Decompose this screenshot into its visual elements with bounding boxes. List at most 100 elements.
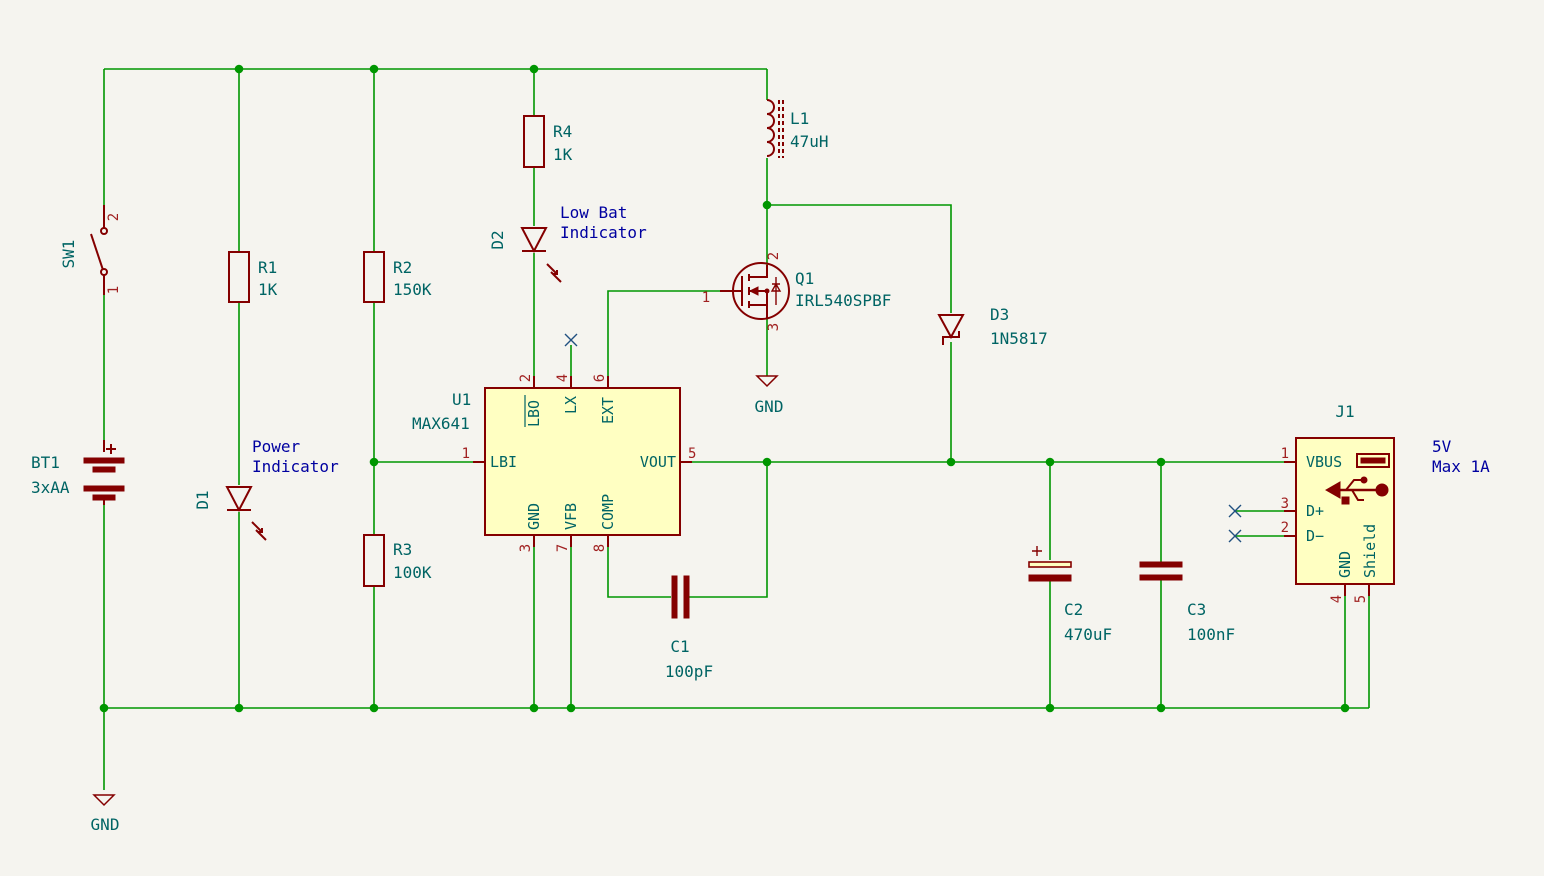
- capacitor-plate: [1139, 574, 1183, 581]
- resistor-body: [363, 251, 385, 303]
- diode-d3[interactable]: D3 1N5817: [937, 305, 1048, 348]
- c2-value: 470uF: [1064, 625, 1112, 644]
- light-emission-arrows-icon: [546, 263, 562, 283]
- sw1-ref: SW1: [59, 240, 78, 269]
- output-note-line1: 5V: [1432, 437, 1452, 456]
- r2-value: 150K: [393, 280, 432, 299]
- battery-bt1[interactable]: BT1 3xAA: [31, 440, 125, 505]
- l1-value: 47uH: [790, 132, 829, 151]
- junction-dot: [1340, 703, 1350, 713]
- u1-ref: U1: [452, 390, 471, 409]
- pin-name-lbi: LBI: [490, 453, 517, 471]
- battery-plate-short: [92, 466, 116, 473]
- pin-num-gnd: 3: [518, 544, 534, 552]
- wire-drain-d3: [767, 204, 952, 313]
- plus-icon: [106, 444, 116, 454]
- capacitor-c2[interactable]: C2 470uF: [1028, 546, 1112, 644]
- mosfet-node: [764, 288, 770, 294]
- battery-plate-short: [92, 494, 116, 501]
- pin-name-dplus: D+: [1306, 502, 1324, 520]
- plus-icon: [1032, 546, 1042, 556]
- junction-dot: [762, 200, 772, 210]
- pin-num-lbo: 2: [518, 374, 534, 382]
- switch-sw1[interactable]: SW1 1 2: [59, 205, 122, 295]
- led-icon: [225, 486, 253, 513]
- junction-dot: [1045, 457, 1055, 467]
- mosfet-q1[interactable]: Q1 IRL540SPBF 1 2 3: [702, 252, 892, 331]
- led-icon: [520, 227, 548, 254]
- d3-ref: D3: [990, 305, 1009, 324]
- d2-ref: D2: [488, 230, 507, 249]
- junction-dot: [946, 457, 956, 467]
- resistor-r4[interactable]: R4 1K: [523, 115, 573, 168]
- capacitor-plate: [671, 575, 678, 619]
- no-connect-icon: [1228, 529, 1242, 543]
- c3-value: 100nF: [1187, 625, 1235, 644]
- bt1-value: 3xAA: [31, 478, 70, 497]
- resistor-r2[interactable]: R2 150K: [363, 251, 432, 303]
- c2-ref: C2: [1064, 600, 1083, 619]
- pin-num-vout: 5: [688, 446, 696, 462]
- wires: [103, 68, 1370, 790]
- usb-logo-icon: [1324, 476, 1389, 505]
- d3-value: 1N5817: [990, 329, 1048, 348]
- mosfet-gate: [720, 276, 743, 306]
- d1-ref: D1: [193, 490, 212, 509]
- pin-num-lbi: 1: [462, 446, 470, 462]
- resistor-body: [523, 115, 545, 168]
- sw1-pin2: 2: [106, 213, 122, 221]
- resistor-r3[interactable]: R3 100K: [363, 534, 432, 587]
- schottky-bar: [942, 331, 960, 345]
- r1-ref: R1: [258, 258, 277, 277]
- u1-value: MAX641: [412, 414, 470, 433]
- inductor-l1[interactable]: L1 47uH: [766, 99, 829, 158]
- usb-connector-j1[interactable]: J1 VBUS 1 D+ 3 D− 2 GND 4 Shield 5 5V Ma…: [1281, 402, 1491, 603]
- q1-value: IRL540SPBF: [795, 291, 891, 310]
- junction-dot: [234, 703, 244, 713]
- gnd-label-q1: GND: [755, 397, 784, 416]
- junctions: [99, 64, 1350, 713]
- pin-num-comp: 8: [592, 544, 608, 552]
- r3-ref: R3: [393, 540, 412, 559]
- pin-name-lbo: LBO: [525, 400, 543, 427]
- junction-dot: [234, 64, 244, 74]
- r2-ref: R2: [393, 258, 412, 277]
- ground-icon: [92, 794, 116, 807]
- pin-num-vfb: 7: [555, 544, 571, 552]
- wire-comp-c1: [607, 535, 671, 598]
- pin-num-ext: 6: [592, 374, 608, 382]
- r3-value: 100K: [393, 563, 432, 582]
- pin-num-gnd-j1: 4: [1329, 595, 1345, 603]
- pin-name-vbus: VBUS: [1306, 453, 1342, 471]
- pin-num-shield: 5: [1353, 595, 1369, 603]
- bt1-ref: BT1: [31, 453, 60, 472]
- usb-port-inner: [1360, 457, 1386, 464]
- body-diode-icon: [770, 277, 782, 305]
- low-bat-note-line1: Low Bat: [560, 203, 627, 222]
- pin-name-vfb: VFB: [562, 503, 580, 530]
- no-connect-icon: [1228, 504, 1242, 518]
- junction-dot: [1045, 703, 1055, 713]
- pin-name-ext: EXT: [599, 397, 617, 424]
- pin-name-gnd-j1: GND: [1336, 551, 1354, 578]
- c1-value: 100pF: [665, 662, 713, 681]
- capacitor-c1[interactable]: C1 100pF: [665, 575, 713, 681]
- junction-dot: [762, 457, 772, 467]
- resistor-r1[interactable]: R1 1K: [228, 251, 278, 303]
- resistor-body: [228, 251, 250, 303]
- led-d2[interactable]: D2 Low Bat Indicator: [488, 203, 647, 283]
- led-d1[interactable]: D1 Power Indicator: [193, 437, 339, 541]
- ic-u1[interactable]: U1 MAX641 LBI 1 VOUT 5 LBO 2 LX 4 EXT 6 …: [412, 374, 696, 552]
- connector-pin-lines: [1284, 461, 1370, 596]
- mosfet-arrow-icon: [748, 286, 759, 296]
- junction-dot: [99, 703, 109, 713]
- capacitor-c3[interactable]: C3 100nF: [1139, 561, 1235, 644]
- switch-contact-top: [100, 227, 108, 235]
- resistor-body: [363, 534, 385, 587]
- usb-port-outline-icon: [1356, 453, 1390, 468]
- light-emission-arrows-icon: [251, 521, 267, 541]
- r4-value: 1K: [553, 145, 573, 164]
- pin-num-vbus: 1: [1281, 446, 1289, 462]
- junction-dot: [529, 64, 539, 74]
- wire-c1-vout: [689, 462, 768, 598]
